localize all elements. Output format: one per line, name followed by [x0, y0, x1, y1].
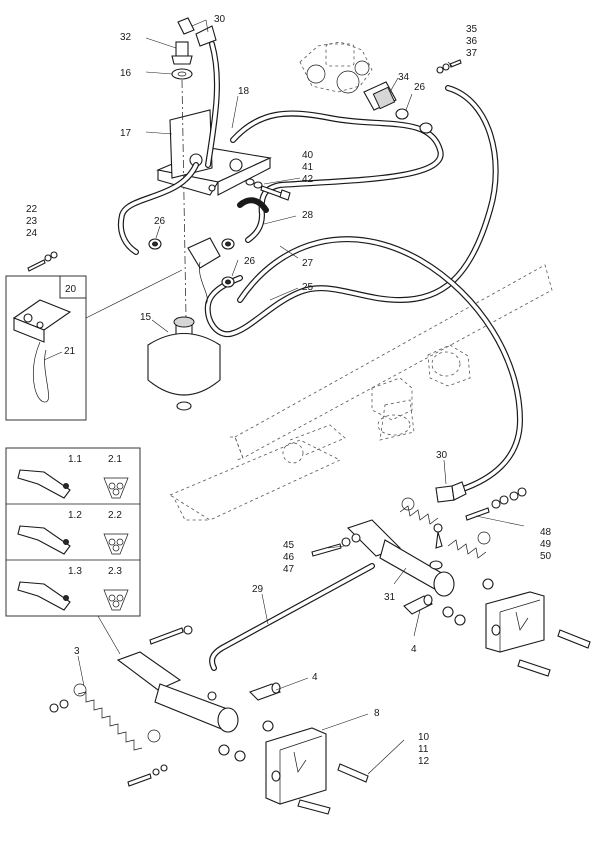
- callout-12: 12: [418, 756, 430, 767]
- callout-40: 40: [302, 150, 314, 161]
- callout-34: 34: [398, 72, 410, 83]
- hydraulic-cylinder-lower: [116, 625, 239, 733]
- pin-sleeve-lower: [249, 682, 281, 701]
- quick-coupler: [363, 81, 433, 134]
- tractor-icon: [299, 41, 373, 94]
- tension-springs-upper: [399, 497, 491, 559]
- callout-46: 46: [283, 552, 295, 563]
- hydraulic-accumulator: [147, 316, 221, 411]
- steel-pipe: [209, 563, 375, 671]
- callout-21: 21: [64, 346, 76, 357]
- callout-32: 32: [120, 32, 132, 43]
- callout-20: 20: [65, 284, 77, 295]
- variant-label-1-3: 1.3: [68, 566, 82, 577]
- callout-49: 49: [540, 539, 552, 550]
- machine-frame-outline: [169, 264, 553, 521]
- variant-label-2-1: 2.1: [108, 454, 122, 465]
- variant-spring-1: [103, 477, 129, 499]
- callout-35: 35: [466, 24, 478, 35]
- callout-36: 36: [466, 36, 478, 47]
- inset-clip-detail: [5, 269, 183, 421]
- callout-4-upper: 4: [411, 644, 417, 655]
- callout-15: 15: [140, 312, 152, 323]
- callout-28: 28: [302, 210, 314, 221]
- callout-27: 27: [302, 258, 314, 269]
- callout-16: 16: [120, 68, 132, 79]
- plug-fittings: [148, 237, 235, 305]
- adapter-fitting: [171, 17, 217, 80]
- bolt-set-small: [27, 59, 462, 272]
- callout-29: 29: [252, 584, 264, 595]
- bolts-upper-right: [311, 487, 527, 557]
- elbow-fitting: [435, 481, 467, 503]
- callout-17: 17: [120, 128, 132, 139]
- variant-spring-2: [103, 533, 129, 555]
- variant-label-2-2: 2.2: [108, 510, 122, 521]
- callout-labels: 30 32 16 18 17 35 36 37 34 26 40 41 42 2…: [26, 14, 552, 767]
- variant-label-1-1: 1.1: [68, 454, 82, 465]
- callout-25: 25: [302, 282, 314, 293]
- callout-8: 8: [374, 708, 380, 719]
- pin-sleeve-upper: [403, 594, 433, 615]
- callout-3: 3: [74, 646, 80, 657]
- tension-spring-lower: [49, 683, 161, 751]
- bracket-upper-right: [442, 578, 591, 677]
- variant-pin-2: [17, 525, 71, 555]
- callout-22: 22: [26, 204, 38, 215]
- callout-41: 41: [302, 162, 314, 173]
- variant-spring-3: [103, 589, 129, 611]
- callout-26-mid: 26: [244, 256, 256, 267]
- callout-18: 18: [238, 86, 250, 97]
- variant-pin-3: [17, 581, 71, 611]
- callout-24: 24: [26, 228, 38, 239]
- callout-42: 42: [302, 174, 314, 185]
- variant-label-1-2: 1.2: [68, 510, 82, 521]
- leader-lines: [43, 19, 525, 775]
- callout-30: 30: [214, 14, 226, 25]
- callout-48: 48: [540, 527, 552, 538]
- variant-label-2-3: 2.3: [108, 566, 122, 577]
- callout-10: 10: [418, 732, 430, 743]
- callout-45: 45: [283, 540, 295, 551]
- callout-23: 23: [26, 216, 38, 227]
- callout-50: 50: [540, 551, 552, 562]
- callout-30-lower: 30: [436, 450, 448, 461]
- callout-37: 37: [466, 48, 478, 59]
- mounting-bracket: [156, 109, 272, 196]
- axis-line-accumulator: [181, 79, 187, 319]
- hydraulic-hoses-upper: [117, 41, 524, 493]
- callout-26-left: 26: [154, 216, 166, 227]
- variant-pin-1: [17, 469, 71, 499]
- bracket-lower: [127, 720, 369, 815]
- callout-26-top: 26: [414, 82, 426, 93]
- callout-4-lower: 4: [312, 672, 318, 683]
- callout-47: 47: [283, 564, 295, 575]
- inset-variants-table: [5, 447, 141, 655]
- bolt-set-top: [245, 178, 291, 201]
- callout-11: 11: [418, 744, 429, 755]
- hydraulic-cylinder-upper: [346, 519, 455, 597]
- callout-31: 31: [384, 592, 396, 603]
